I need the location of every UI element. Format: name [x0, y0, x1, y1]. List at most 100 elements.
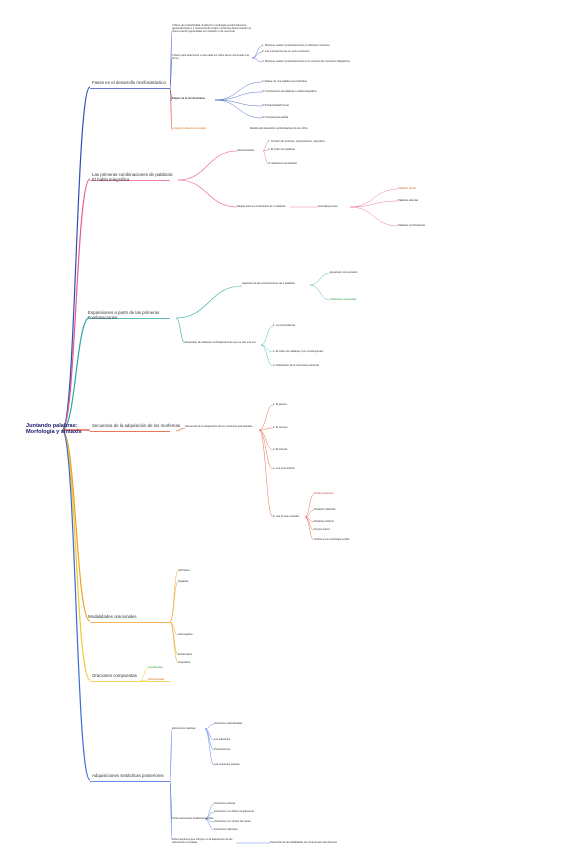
b5-sub-2 [169, 621, 179, 636]
node-estructura-oracional[interactable]: 3. Adquisición de la estructura oraciona… [273, 364, 319, 367]
node-etapa-4[interactable]: 4ª Competencia adulta [262, 116, 289, 119]
node-subordinadas[interactable]: Subordinadas [148, 678, 165, 681]
b4-sub-3 [258, 429, 274, 470]
node-palabras-combinatorias[interactable]: Palabras combinatorias [398, 224, 426, 227]
node-doble-complemento[interactable]: Oraciones con doble complemento [214, 810, 255, 813]
node-orden-constituyentes[interactable]: 2. El orden de palabras y los constituye… [273, 350, 324, 353]
b7-rel-0 [204, 723, 215, 730]
b7-tard-0 [204, 803, 215, 820]
node-negativa[interactable]: Negativa [178, 580, 189, 583]
node-reglas[interactable]: Reglas para la combinación de 2 palabras [237, 205, 286, 208]
b7-tard-1 [204, 811, 215, 820]
node-secuencia-morfemas[interactable]: Secuencia de la adquisición de los morfe… [185, 425, 253, 428]
node-concordancia[interactable]: 1. La concordancia [273, 324, 295, 327]
b6-coord [139, 667, 149, 682]
node-aspectos-complejas[interactable]: Sobre aspectos que influyen en la adquis… [172, 838, 233, 845]
root-topic[interactable]: Juntando palabras: Morfología y sintaxis [26, 423, 82, 436]
b3-sub-1 [260, 344, 274, 353]
b2-piv-1 [349, 200, 399, 208]
node-aparicion-3[interactable]: Aparición de las combinaciones de 3 pala… [242, 282, 295, 285]
branch-modalidades[interactable]: Modalidades oracionales [88, 614, 137, 619]
b2-reglas [177, 179, 238, 208]
b4-sub-4 [258, 429, 274, 518]
node-gramatica-pivote[interactable]: Gramática pivote [318, 205, 338, 208]
node-exclamativa[interactable]: Exclamativa [178, 653, 192, 656]
node-otras-tardias[interactable]: Otras estructuras sintácticas tardías [172, 817, 214, 820]
node-palabras-pivote[interactable]: Palabras pivote [398, 187, 416, 190]
node-adverbios[interactable]: Los adverbios [214, 738, 231, 741]
node-expansion-oracion[interactable]: Expansión de la oración [330, 271, 358, 274]
node-comprension-discurso[interactable]: Desarrollo de las habilidades de compren… [270, 841, 338, 844]
node-imperativa[interactable]: Imperativa [178, 661, 191, 664]
b3-expansion [175, 317, 186, 344]
branch-expansiones[interactable]: Expansiones a partir de las primeras com… [88, 310, 160, 320]
node-afirmativa[interactable]: Afirmativa [178, 569, 190, 572]
node-verbos-morfologia[interactable]: Verbos en la morfología verbal [314, 538, 350, 541]
node-criterio-2[interactable]: 2. Las mismas formas en otros contextos [262, 50, 310, 53]
node-lme-medida[interactable]: Medida del desarrollo morfosintáctico de… [250, 127, 308, 130]
b2-piv-0 [349, 188, 399, 208]
b3-sub-2 [260, 344, 274, 367]
node-reflexivas[interactable]: Oraciones reflexivas [214, 828, 238, 831]
node-genero[interactable]: 1. El género [273, 403, 287, 406]
b5-sub-1 [169, 581, 179, 623]
node-criterio-productividad[interactable]: Criterio de productividad: Analizar la m… [172, 24, 252, 34]
node-car-1[interactable]: 1. Omisión de artículos, preposiciones, … [268, 140, 325, 143]
b4-verb-4 [304, 516, 315, 541]
branch-oraciones-compuestas[interactable]: Oraciones compuestas [92, 673, 137, 678]
node-pronombres[interactable]: 4. Los pronombres [273, 467, 295, 470]
b2-car [177, 150, 238, 181]
node-estructuras-relativas[interactable]: Estructuras relativas [172, 727, 196, 730]
node-futuro[interactable]: Tiempo futuro [314, 528, 330, 531]
node-oraciones-subordinadas[interactable]: Oraciones subordinadas [214, 722, 243, 725]
branch-fases[interactable]: Fases en el desarrollo morfosintáctico [92, 80, 166, 85]
node-indefinido[interactable]: Pretérito indefinido [314, 508, 336, 511]
node-coordinadas[interactable]: Coordinadas [148, 666, 163, 669]
branch-adquisiciones-posteriores[interactable]: Adquisiciones sintácticas posteriores [92, 773, 164, 778]
node-expansion-palabras[interactable]: Expansión de palabras morfológicamente q… [185, 341, 256, 344]
node-caracteristicas[interactable]: Características [237, 149, 255, 152]
node-car-3[interactable]: 3ª relaciones semánticas [268, 162, 297, 165]
root-link-2 [61, 316, 91, 431]
b6-sub [139, 679, 149, 682]
b2-piv-2 [349, 206, 399, 227]
node-lme[interactable]: Longitud media de enunciado [172, 127, 207, 130]
node-criterio-1[interactable]: 1. Morfema usado consistentemente en dis… [262, 44, 330, 47]
node-etapas[interactable]: Etapas de la morfosintaxis [172, 97, 205, 100]
node-etapa-1[interactable]: 1ª Etapa: de una palabra a la holofrase [262, 80, 307, 83]
root-link-6 [61, 429, 91, 781]
b5-sub-0 [169, 570, 179, 623]
root-link-0 [61, 86, 91, 431]
b1-crit-2 [251, 57, 263, 63]
b4-verb-1 [304, 509, 315, 518]
b2-car-0 [262, 141, 269, 152]
node-numero[interactable]: 2. El número [273, 426, 288, 429]
node-or-pasivas[interactable]: Oraciones pasivas [214, 802, 236, 805]
branch-primeras-combinaciones[interactable]: Las primeras combinaciones de palabras: … [92, 172, 174, 182]
b1-etapa-2 [214, 99, 263, 107]
b1-etapa-3 [214, 99, 263, 119]
node-oraciones-compuestas-exp[interactable]: Oraciones compuestas [330, 298, 357, 301]
node-criterio-edad[interactable]: Criterio para determinar a qué edad los … [172, 54, 249, 61]
node-articulo[interactable]: 3. El artículo [273, 448, 288, 451]
node-palabras-abiertas[interactable]: Palabras abiertas [398, 199, 419, 202]
node-etapa-3[interactable]: 3ª Productividad formal [262, 104, 289, 107]
b3-aparicion [175, 285, 243, 319]
node-car-2[interactable]: 2. El orden de palabras [268, 148, 295, 151]
b7-rel-3 [204, 728, 215, 766]
node-formas-verbales[interactable]: 5. Las formas verbales [273, 515, 300, 518]
b7-rel [169, 728, 173, 782]
branch-secuencia-morfemas[interactable]: Secuencia de la adquisición de los morfe… [92, 423, 181, 428]
b7-asp [169, 780, 173, 841]
node-preposiciones[interactable]: Preposiciones [214, 748, 231, 751]
node-verbos-causa[interactable]: Oraciones con verbos de causa [214, 820, 251, 823]
node-criterio-3[interactable]: 3. Morfema usado consistentemente en la … [262, 60, 350, 63]
node-etapa-2[interactable]: 2ª Combinación de palabras o habla teleg… [262, 90, 317, 93]
node-perfecto[interactable]: Pretérito perfecto [314, 520, 334, 523]
node-interrogativa[interactable]: Interrogativa [178, 633, 193, 636]
b4-sub-1 [258, 427, 274, 431]
node-presente[interactable]: Tiempo presente [314, 492, 334, 495]
node-pasivas[interactable]: Las oraciones pasivas [214, 763, 240, 766]
